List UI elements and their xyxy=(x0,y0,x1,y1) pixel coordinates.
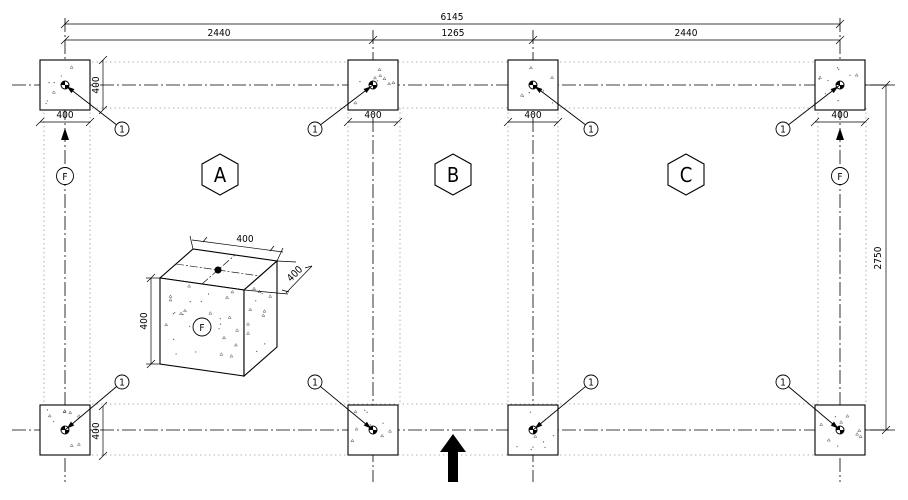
callout-label: 1 xyxy=(119,378,125,389)
dim-span-right: 2440 xyxy=(675,28,698,39)
detail-label: F xyxy=(199,323,204,334)
callout-7: 1 xyxy=(532,374,599,431)
callout-3: 1 xyxy=(532,84,599,137)
footing-dimensions: 400 400 400 400 400 400 xyxy=(35,55,870,461)
footing-detail: F 400 400 400 xyxy=(139,234,313,378)
callout-8: 1 xyxy=(775,374,841,431)
callout-label: 1 xyxy=(119,125,125,136)
bay-marker-a: A xyxy=(201,153,239,196)
right-dimension: 2750 xyxy=(866,80,892,435)
dim-footing-3-h: 400 xyxy=(524,110,541,121)
dim-footing-4-h: 400 xyxy=(831,110,848,121)
bay-label-c: C xyxy=(680,163,693,187)
foundation-marker-right-label: F xyxy=(837,172,842,183)
detail-dim-depth: 400 xyxy=(285,264,305,284)
foundation-marker-right: F xyxy=(831,128,849,185)
foundation-marker-left-label: F xyxy=(62,172,67,183)
slab-outline xyxy=(43,61,867,456)
callout-label: 1 xyxy=(312,378,318,389)
callouts: 1 1 1 1 1 1 1 1 xyxy=(64,84,841,431)
bay-label-a: A xyxy=(214,163,227,187)
dim-footing-1-h: 400 xyxy=(56,110,73,121)
detail-dim-height: 400 xyxy=(139,312,150,329)
callout-1: 1 xyxy=(64,84,130,137)
dim-total-width: 6145 xyxy=(441,12,464,23)
arrow-up-icon xyxy=(440,434,466,482)
dim-footing-2-h: 400 xyxy=(364,110,381,121)
footings xyxy=(39,59,866,456)
callout-label: 1 xyxy=(780,378,786,389)
callout-5: 1 xyxy=(64,374,130,431)
grid-axes xyxy=(12,18,895,482)
callout-label: 1 xyxy=(588,125,594,136)
callout-label: 1 xyxy=(312,125,318,136)
dim-footing-tl-v: 400 xyxy=(91,76,102,93)
callout-4: 1 xyxy=(775,84,841,137)
bay-label-b: B xyxy=(447,163,459,187)
dim-footing-bl-v: 400 xyxy=(91,422,102,439)
dim-span-middle: 1265 xyxy=(442,28,465,39)
detail-dim-width: 400 xyxy=(236,234,253,245)
dim-span-left: 2440 xyxy=(208,28,231,39)
callout-2: 1 xyxy=(307,84,374,137)
foundation-marker-left: F xyxy=(56,128,74,185)
callout-label: 1 xyxy=(588,378,594,389)
callout-label: 1 xyxy=(780,125,786,136)
bay-marker-b: B xyxy=(434,153,472,196)
top-dimensions: 6145 2440 1265 2440 xyxy=(60,12,845,45)
callout-6: 1 xyxy=(307,374,374,431)
bay-marker-c: C xyxy=(667,153,705,196)
dim-total-depth: 2750 xyxy=(873,246,884,269)
